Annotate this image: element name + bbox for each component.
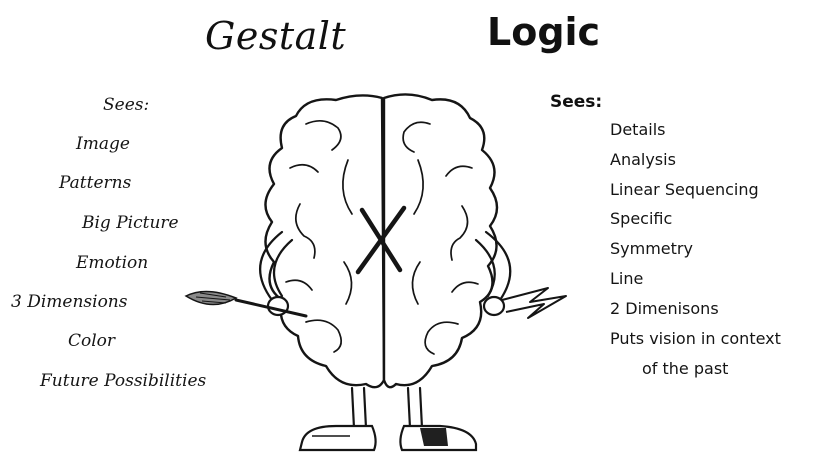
lightning-bolt-icon bbox=[502, 288, 566, 318]
right-shoe-icon bbox=[400, 426, 476, 450]
left-shoe-icon bbox=[300, 426, 376, 450]
right-leg bbox=[408, 388, 422, 428]
left-leg bbox=[352, 388, 366, 428]
